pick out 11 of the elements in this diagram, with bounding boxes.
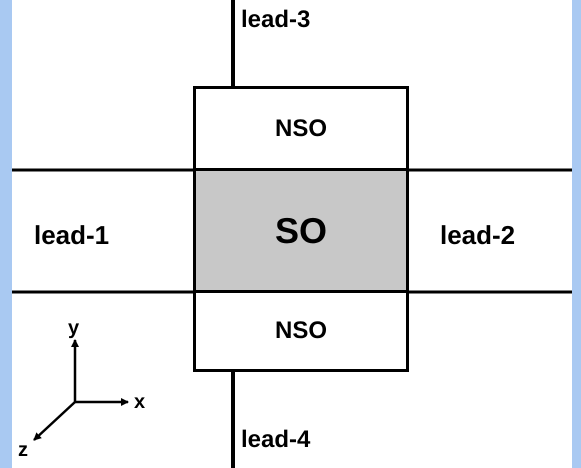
axis-label: z [18,440,28,460]
lead-label: lead-1 [34,222,110,248]
lead-label: lead-2 [440,222,516,248]
lead-label: lead-3 [241,8,310,32]
axis-label: x [134,392,146,412]
region-label: NSO [274,115,327,143]
axis-label: y [68,318,80,338]
region-label: SO [274,210,327,252]
region-label: NSO [274,317,327,345]
nso-box [193,290,409,372]
lead-label: lead-4 [241,428,310,452]
